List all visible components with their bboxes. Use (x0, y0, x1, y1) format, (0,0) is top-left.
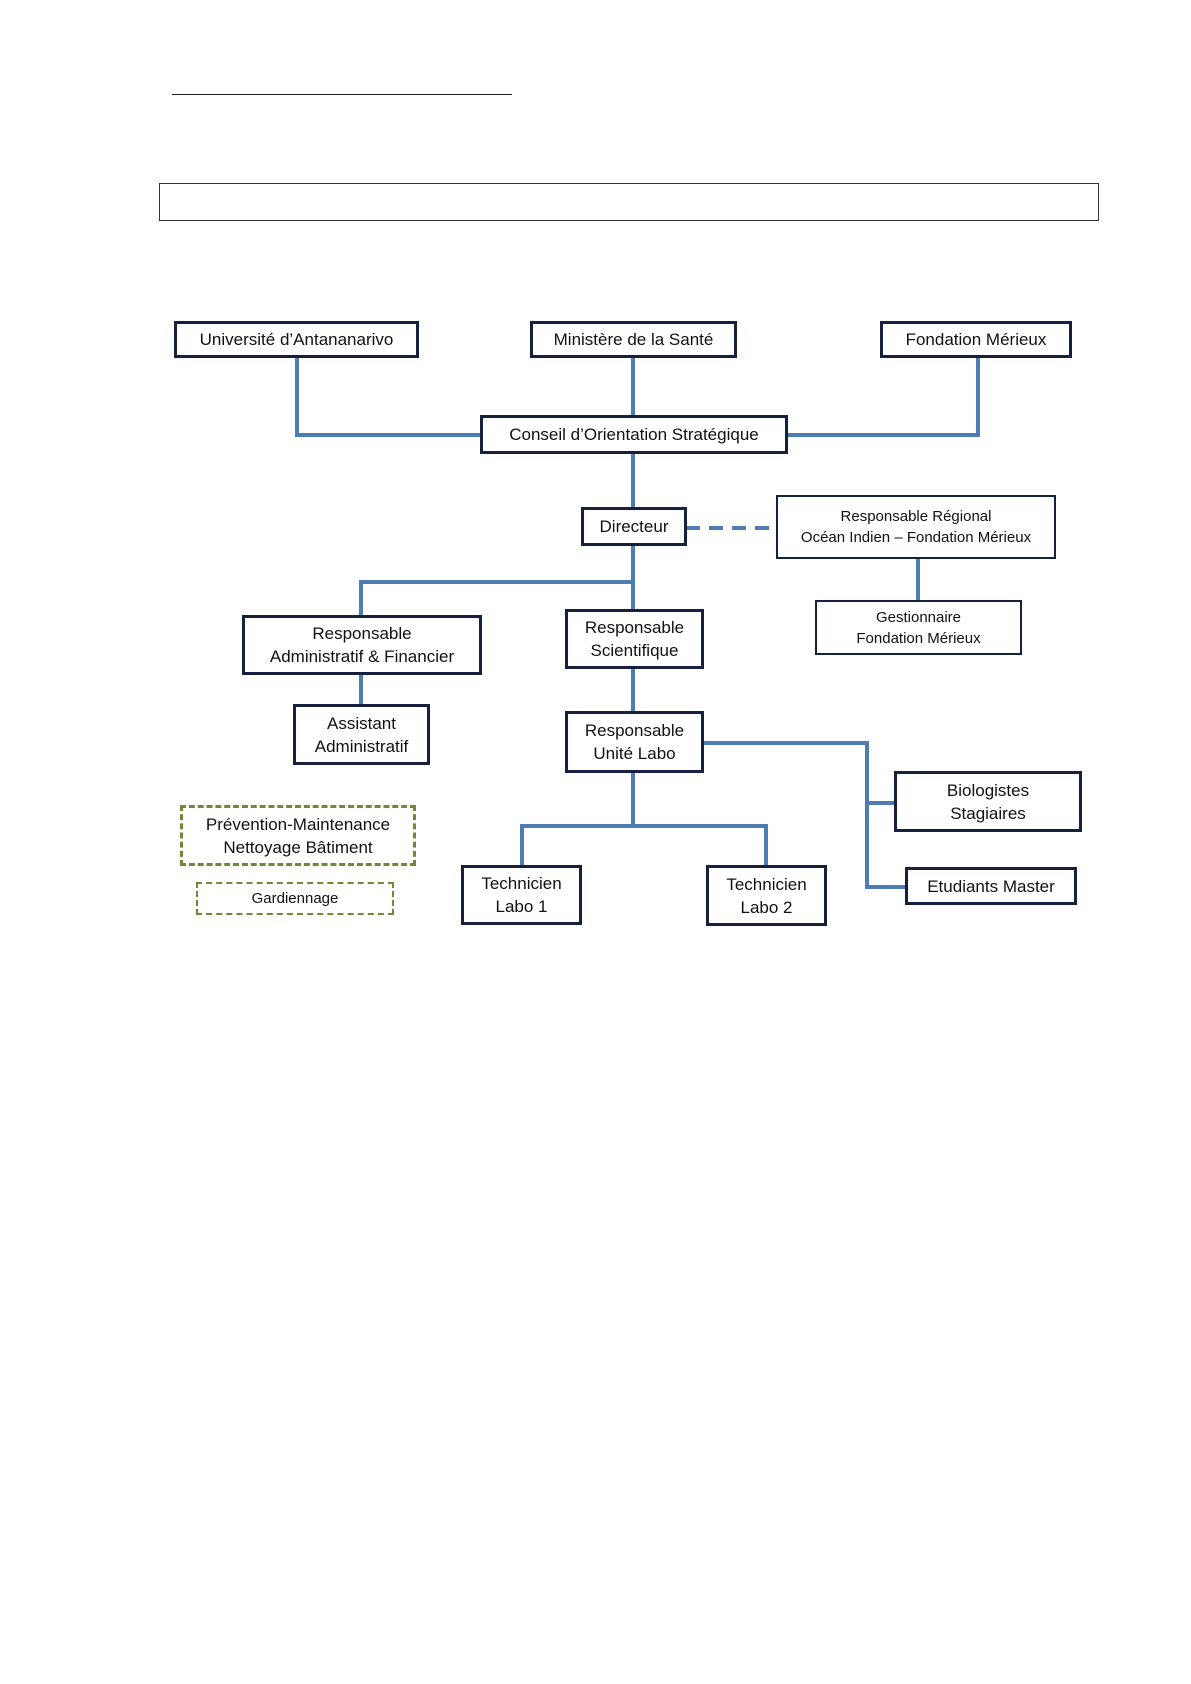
node-label-line: Université d’Antananarivo (199, 330, 394, 349)
title-frame (159, 183, 1099, 221)
node-label-line: Scientifique (590, 641, 679, 660)
link-labo-etudiants (865, 803, 907, 889)
node-label-line: Administratif (314, 736, 409, 756)
link-directeur-admin (359, 546, 635, 617)
link-universite-conseil (295, 356, 481, 437)
node-label-line: Responsable Régional (840, 508, 992, 525)
node-ministere: Ministère de la Santé (530, 321, 737, 358)
link-labo-technicien1 (520, 773, 635, 867)
node-gardiennage: Gardiennage (196, 882, 394, 915)
node-etudiants: Etudiants Master (905, 867, 1077, 905)
node-label-line: Gestionnaire (875, 608, 962, 626)
node-label-line: Prévention-Maintenance (205, 814, 391, 834)
node-label-line: Responsable (584, 618, 685, 637)
node-label-line: Administratif & Financier (269, 647, 455, 666)
node-label-line: Nettoyage Bâtiment (223, 837, 373, 857)
node-label-line: Conseil d’Orientation Stratégique (509, 425, 759, 444)
link-labo-biologistes (704, 741, 896, 805)
node-label-line: Responsable (312, 624, 412, 643)
node-conseil: Conseil d’Orientation Stratégique (480, 415, 788, 454)
node-label-line: Directeur (599, 517, 669, 536)
node-label-line: Gardiennage (251, 890, 339, 907)
header-rule (172, 94, 512, 95)
node-label-line: Stagiaires (950, 803, 1026, 823)
node-label-line: Etudiants Master (927, 876, 1055, 896)
node-label-line: Labo 2 (740, 897, 793, 917)
node-label-line: Fondation Mérieux (856, 629, 981, 647)
node-label-line: Technicien (726, 874, 807, 894)
node-directeur: Directeur (581, 507, 687, 546)
node-label-line: Fondation Mérieux (905, 330, 1047, 349)
node-label-line: Assistant (327, 713, 396, 733)
node-label-line: Labo 1 (495, 897, 548, 916)
node-label-line: Responsable (584, 721, 685, 740)
link-labo-technicien2 (633, 824, 768, 867)
node-fondation: Fondation Mérieux (880, 321, 1072, 358)
node-label-line: Unité Labo (593, 744, 676, 763)
node-label-line: Ministère de la Santé (553, 330, 714, 349)
node-label-line: Océan Indien – Fondation Mérieux (800, 529, 1032, 546)
node-label-line: Technicien (481, 874, 562, 893)
node-universite: Université d’Antananarivo (174, 321, 419, 358)
link-fondation-conseil (787, 356, 980, 437)
node-label-line: Biologistes (946, 780, 1030, 800)
